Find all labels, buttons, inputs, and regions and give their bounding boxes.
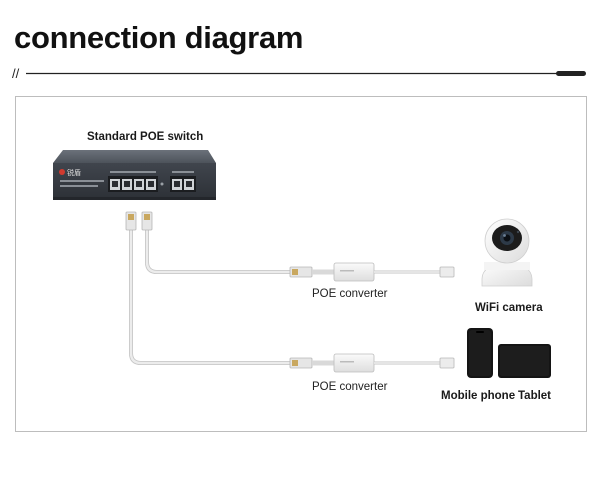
switch-brand-logo: 锐盾 [59, 168, 81, 177]
switch-label: Standard POE switch [87, 131, 204, 143]
tablet-label: Tablet [518, 390, 552, 402]
converter-1-label: POE converter [312, 288, 388, 300]
poe-converter-2 [289, 353, 455, 373]
title-divider: // [12, 66, 586, 81]
divider-mark: // [12, 66, 20, 81]
camera-label: WiFi camera [475, 302, 543, 314]
converter-2-label: POE converter [312, 381, 388, 393]
page-title: connection diagram [14, 20, 304, 55]
mobile-phone-icon [467, 328, 493, 378]
cable-1 [145, 226, 292, 274]
wifi-camera-icon [481, 218, 533, 287]
tablet-icon [498, 344, 551, 378]
phone-label: Mobile phone [441, 390, 516, 402]
switch-brand-text: 锐盾 [67, 168, 81, 177]
poe-ports [108, 171, 158, 192]
poe-converter-1 [289, 262, 455, 282]
rj45-plug [141, 211, 153, 231]
cable-2 [129, 226, 292, 365]
poe-switch: 锐盾 [53, 150, 216, 200]
uplink-ports [160, 171, 196, 192]
rj45-plug [125, 211, 137, 231]
